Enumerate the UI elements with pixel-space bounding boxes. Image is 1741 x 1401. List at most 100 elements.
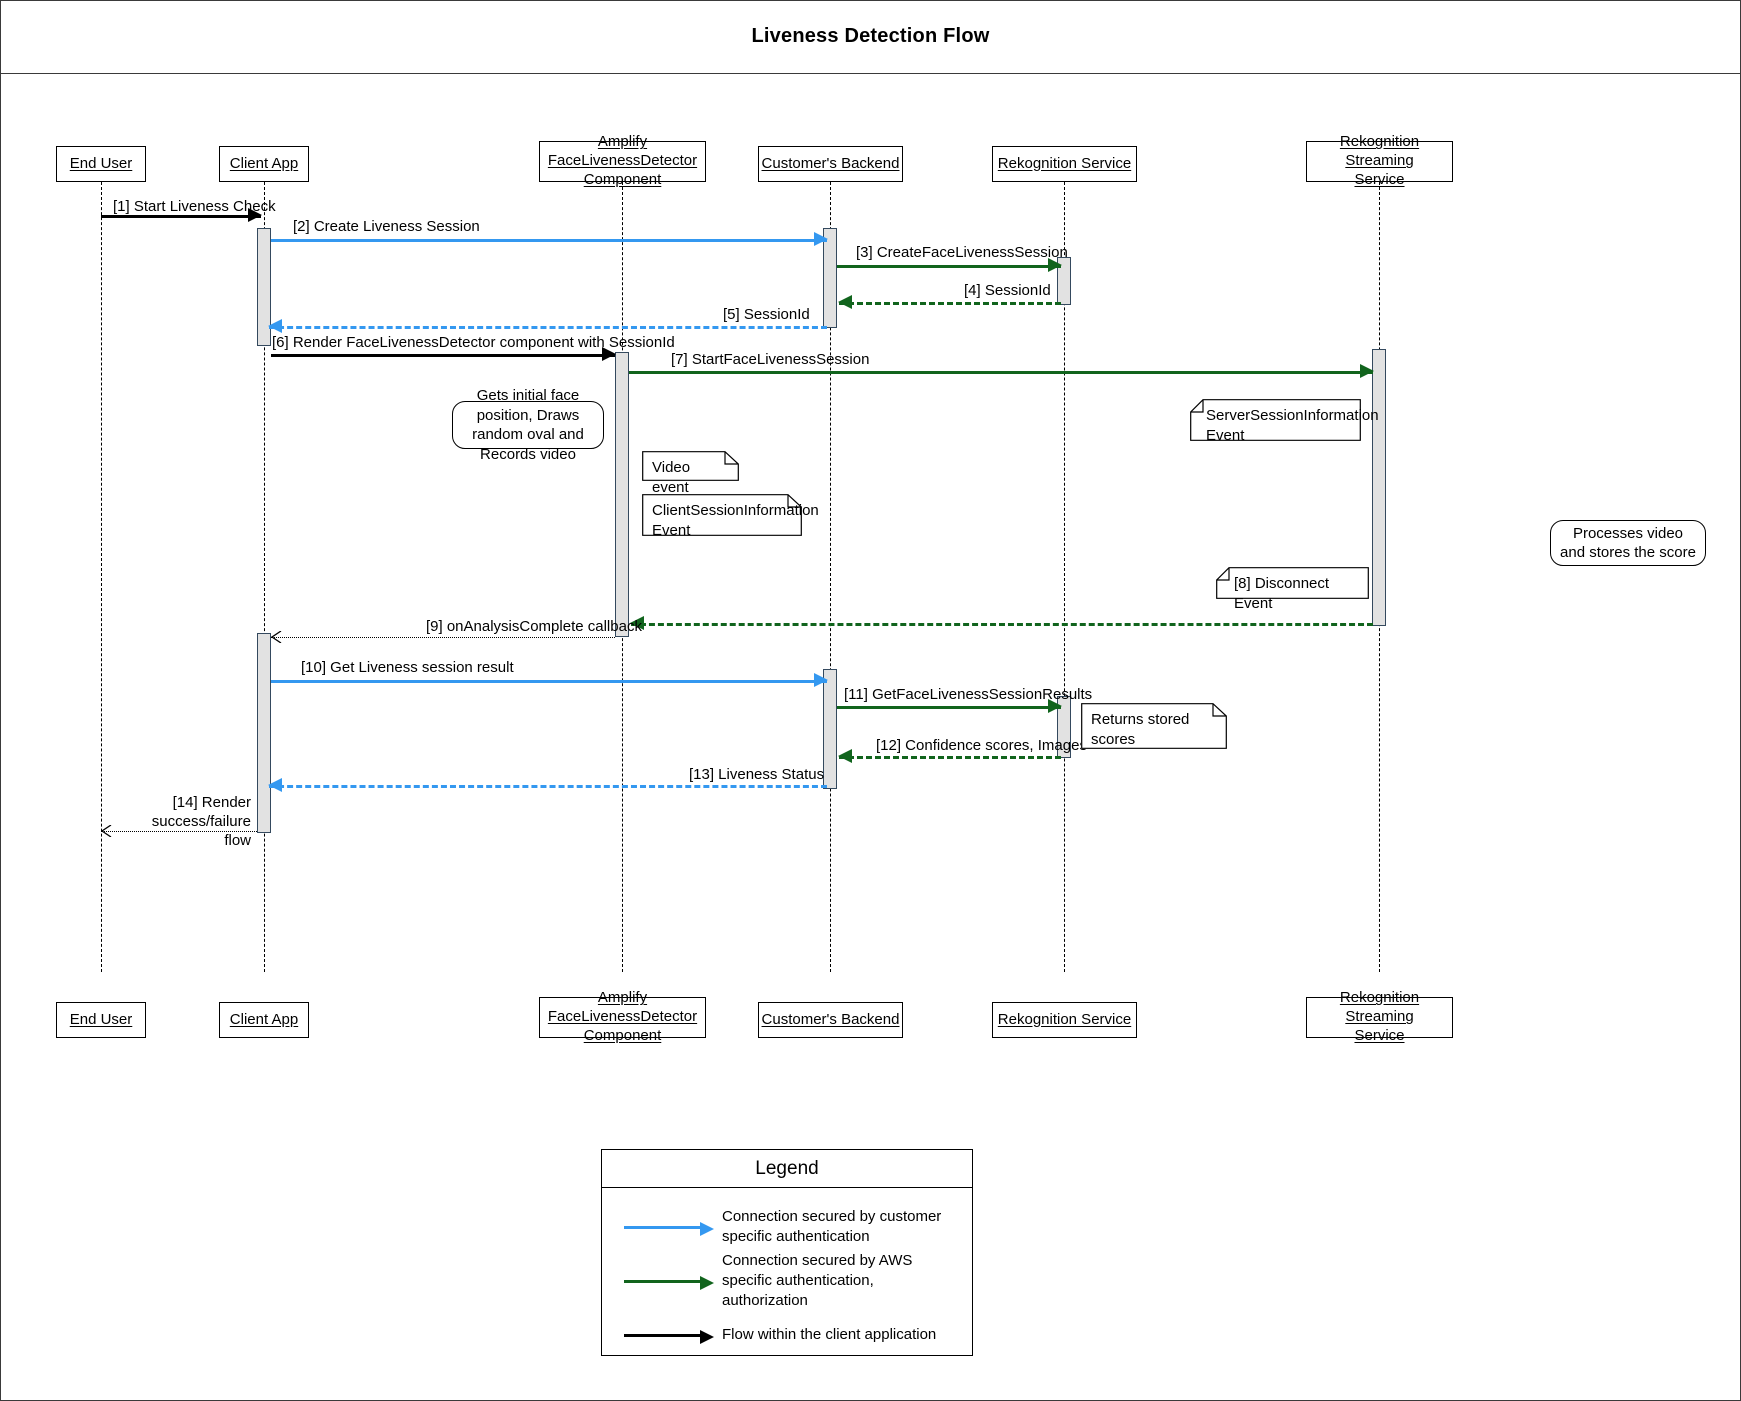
- message-4-label: [4] SessionId: [964, 282, 1051, 299]
- lifeline-line-customers-backend: [830, 182, 831, 972]
- note-video-event-text: Video event: [652, 459, 691, 496]
- message-9-arrowhead: [271, 631, 282, 643]
- message-streaming-return-shaft: [631, 623, 1373, 626]
- lifeline-head-end-user: End User: [56, 146, 146, 182]
- legend-row-customer-auth: Connection secured by customer specific …: [602, 1200, 972, 1254]
- note-returns-stored-scores-text: Returns stored scores: [1091, 711, 1190, 748]
- legend-row-client-flow: Flow within the client application: [602, 1308, 972, 1362]
- note-processes-video-text: Processes video and stores the score: [1560, 524, 1696, 562]
- lifeline-head-rekognition-streaming: Rekognition Streaming Service: [1306, 133, 1453, 188]
- lifeline-label-end-user: End User: [69, 154, 133, 172]
- message-2-label: [2] Create Liveness Session: [293, 218, 480, 235]
- legend-arrow-client-flow-icon: [602, 1308, 722, 1362]
- message-streaming-return-arrowhead: [630, 616, 644, 630]
- note-video-event: Video event: [642, 451, 739, 496]
- note-client-session-info-shape: [642, 494, 802, 536]
- note-gets-initial-face: Gets initial face position, Draws random…: [452, 387, 604, 463]
- message-6-shaft: [271, 354, 615, 357]
- note-returns-stored-scores-shape: [1081, 703, 1227, 749]
- message-1-label: [1] Start Liveness Check: [113, 198, 276, 215]
- lifeline-head-amplify-component: Amplify FaceLivenessDetector Component: [539, 133, 706, 188]
- lifeline-foot-label-amplify-component-2: Component: [583, 1026, 662, 1044]
- legend-text-aws-auth: Connection secured by AWS specific authe…: [722, 1251, 913, 1310]
- note-gets-initial-face-text: Gets initial face position, Draws random…: [472, 387, 584, 463]
- message-2-shaft: [271, 239, 827, 242]
- lifeline-label-customers-backend: Customer's Backend: [761, 154, 900, 172]
- message-3-arrowhead: [1048, 258, 1062, 272]
- message-5-arrowhead: [268, 319, 282, 333]
- message-4-arrowhead: [838, 295, 852, 309]
- message-12-label: [12] Confidence scores, Images: [876, 737, 1087, 754]
- message-6-arrowhead: [602, 347, 616, 361]
- note-server-session-info: ServerSessionInformation Event: [1190, 399, 1379, 444]
- lifeline-head-rekognition-service: Rekognition Service: [992, 146, 1137, 182]
- message-1-shaft: [101, 215, 261, 218]
- legend-arrow-customer-auth-icon: [602, 1200, 722, 1254]
- message-10-label: [10] Get Liveness session result: [301, 659, 514, 676]
- lifeline-foot-label-customers-backend: Customer's Backend: [761, 1010, 900, 1028]
- note-disconnect-event: [8] Disconnect Event: [1216, 567, 1369, 612]
- lifeline-label-rekognition-service: Rekognition Service: [997, 154, 1132, 172]
- lifeline-label-amplify-component: Amplify FaceLivenessDetector: [547, 133, 698, 170]
- lifeline-head-client-app: Client App: [219, 146, 309, 182]
- message-5-label: [5] SessionId: [723, 306, 810, 323]
- message-4-shaft: [839, 302, 1061, 305]
- note-returns-stored-scores: Returns stored scores: [1081, 703, 1227, 749]
- note-client-session-info-text: ClientSessionInformation Event: [652, 502, 819, 539]
- legend-title: Legend: [602, 1150, 972, 1188]
- diagram-title-bar: Liveness Detection Flow: [1, 1, 1740, 74]
- message-3-shaft: [837, 265, 1061, 268]
- message-13-arrowhead: [268, 778, 282, 792]
- message-13-label: [13] Liveness Status: [689, 766, 825, 783]
- legend-text-client-flow: Flow within the client application: [722, 1325, 937, 1343]
- note-server-session-info-shape: [1190, 399, 1361, 441]
- message-14-label: [14] Render success/failure flow: [151, 794, 251, 849]
- lifeline-line-rekognition-service: [1064, 182, 1065, 972]
- legend-arrow-aws-auth-icon: [602, 1254, 722, 1308]
- lifeline-foot-client-app: Client App: [219, 1002, 309, 1038]
- activation-amplify-component: [615, 352, 629, 637]
- message-5-shaft: [269, 326, 827, 329]
- lifeline-head-customers-backend: Customer's Backend: [758, 146, 903, 182]
- activation-customers-backend-2: [823, 669, 837, 789]
- message-13-shaft: [269, 785, 827, 788]
- message-6-label: [6] Render FaceLivenessDetector componen…: [272, 334, 675, 351]
- message-10-shaft: [271, 680, 827, 683]
- legend-box: Legend Connection secured by customer sp…: [601, 1149, 973, 1356]
- activation-rekognition-streaming: [1372, 349, 1386, 626]
- message-11-shaft: [837, 706, 1061, 709]
- note-client-session-info: ClientSessionInformation Event: [642, 494, 819, 539]
- note-processes-video: Processes video and stores the score: [1550, 520, 1706, 566]
- message-1-arrowhead: [248, 208, 262, 222]
- message-12-arrowhead: [838, 749, 852, 763]
- message-7-arrowhead: [1360, 364, 1374, 378]
- message-3-label: [3] CreateFaceLivenessSession: [856, 244, 1068, 261]
- lifeline-foot-label-amplify-component: Amplify FaceLivenessDetector: [547, 989, 698, 1026]
- lifeline-label-rekognition-streaming-2: Service: [1354, 170, 1405, 188]
- legend-text-customer-auth: Connection secured by customer specific …: [722, 1207, 942, 1245]
- lifeline-label-rekognition-streaming: Rekognition Streaming: [1339, 133, 1420, 170]
- note-server-session-info-text: ServerSessionInformation Event: [1206, 407, 1379, 444]
- lifeline-line-end-user: [101, 182, 102, 972]
- lifeline-foot-rekognition-service: Rekognition Service: [992, 1002, 1137, 1038]
- lifeline-label-client-app: Client App: [229, 154, 299, 172]
- note-disconnect-event-text: [8] Disconnect Event: [1234, 575, 1330, 612]
- message-2-arrowhead: [814, 232, 828, 246]
- lifeline-foot-amplify-component: Amplify FaceLivenessDetector Component: [539, 989, 706, 1044]
- activation-client-app-1: [257, 228, 271, 346]
- lifeline-foot-label-client-app: Client App: [229, 1010, 299, 1028]
- lifeline-line-client-app: [264, 182, 265, 972]
- activation-client-app-2: [257, 633, 271, 833]
- activation-customers-backend-1: [823, 228, 837, 328]
- message-11-arrowhead: [1048, 699, 1062, 713]
- lifeline-foot-customers-backend: Customer's Backend: [758, 1002, 903, 1038]
- message-12-shaft: [839, 756, 1061, 759]
- legend-row-aws-auth: Connection secured by AWS specific authe…: [602, 1252, 972, 1309]
- lifeline-foot-label-rekognition-streaming: Rekognition Streaming: [1339, 989, 1420, 1026]
- message-7-shaft: [629, 371, 1373, 374]
- lifeline-label-amplify-component-2: Component: [583, 170, 662, 188]
- lifeline-foot-label-rekognition-service: Rekognition Service: [997, 1010, 1132, 1028]
- note-video-event-shape: [642, 451, 739, 481]
- page-title: Liveness Detection Flow: [751, 25, 990, 47]
